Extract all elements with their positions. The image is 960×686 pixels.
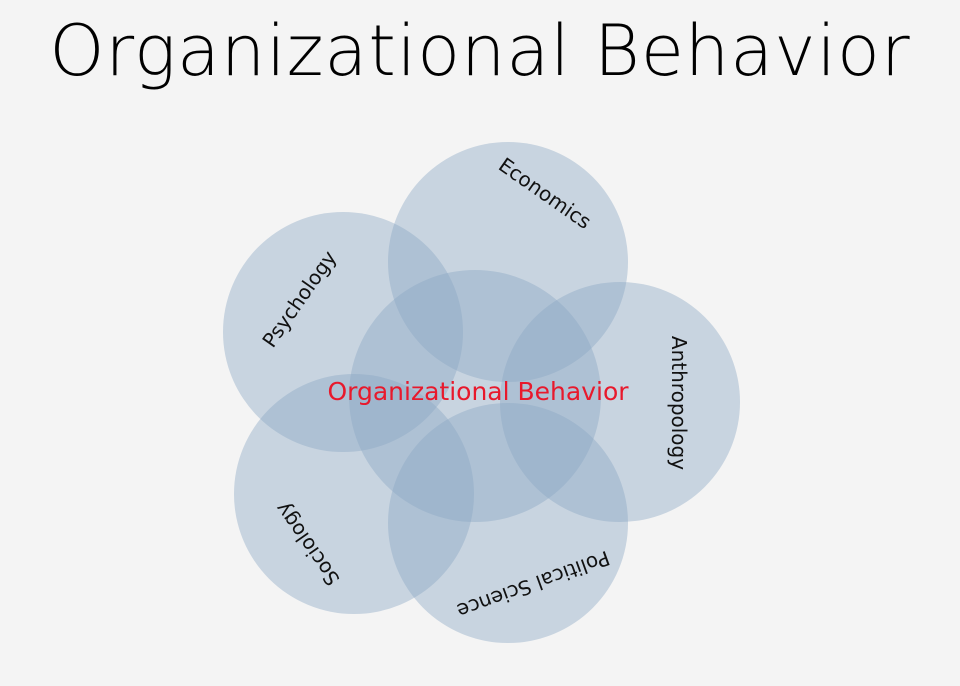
anthropology-circle [500, 282, 740, 522]
center-label: Organizational Behavior [327, 377, 629, 406]
page-title: Organizational Behavior [49, 10, 911, 92]
economics-circle [388, 142, 628, 382]
psychology-circle [223, 212, 463, 452]
sociology-circle [234, 374, 474, 614]
organizational-behavior-circle [349, 270, 601, 522]
political-science-circle [388, 403, 628, 643]
anthropology-label: Anthropology [667, 336, 691, 470]
